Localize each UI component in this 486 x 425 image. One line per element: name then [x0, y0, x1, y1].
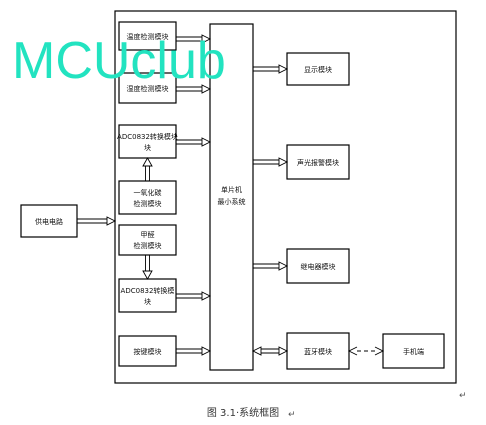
caption-return-mark: ↵	[288, 410, 296, 420]
key-module: 按键模块	[118, 335, 177, 367]
arrow-mcu-alarm	[253, 157, 289, 167]
adc-module-bottom: ADC0832转换模 块	[118, 278, 177, 313]
svg-text:最小系统: 最小系统	[218, 197, 246, 206]
svg-text:湿度检测模块: 湿度检测模块	[127, 84, 169, 93]
figure-caption: 图 3.1·系统框图	[207, 406, 279, 419]
arrow-m3-mcu	[176, 137, 212, 147]
arrow-power-system	[77, 216, 117, 226]
arrow-m1-mcu	[176, 34, 212, 44]
svg-text:声光报警模块: 声光报警模块	[297, 158, 339, 167]
svg-text:一氧化碳: 一氧化碳	[134, 188, 162, 197]
relay-module: 继电器模块	[286, 248, 350, 284]
svg-text:单片机: 单片机	[221, 185, 242, 194]
svg-text:手机端: 手机端	[403, 347, 424, 356]
arrow-m4-m3	[142, 157, 153, 181]
arrow-m7-mcu	[176, 346, 212, 356]
svg-text:ADC0832转换模: ADC0832转换模	[121, 286, 175, 295]
power-supply-block: 供电电路	[20, 204, 78, 238]
svg-text:检测模块: 检测模块	[134, 199, 162, 208]
svg-text:温度检测模块: 温度检测模块	[127, 32, 169, 41]
return-mark: ↵	[459, 391, 467, 401]
alarm-module: 声光报警模块	[286, 144, 350, 180]
temperature-module: 温度检测模块	[118, 21, 177, 51]
arrow-m2-mcu	[176, 84, 212, 94]
arrow-mcu-bluetooth	[251, 346, 289, 356]
svg-text:蓝牙模块: 蓝牙模块	[304, 347, 332, 356]
arrow-m5-m6	[142, 255, 153, 280]
arrow-bluetooth-phone	[347, 346, 385, 356]
svg-text:块: 块	[144, 143, 151, 152]
svg-text:供电电路: 供电电路	[35, 217, 63, 226]
svg-text:块: 块	[144, 297, 151, 306]
mcu-block: 单片机 最小系统	[209, 23, 254, 371]
arrow-mcu-relay	[253, 261, 289, 271]
bluetooth-module: 蓝牙模块	[286, 332, 350, 370]
phone-block: 手机端	[382, 333, 445, 369]
arrow-m6-mcu	[176, 291, 212, 301]
svg-text:按键模块: 按键模块	[134, 347, 162, 356]
co-sensor-module: 一氧化碳 检测模块	[118, 180, 177, 215]
humidity-module: 湿度检测模块	[118, 72, 177, 104]
svg-text:显示模块: 显示模块	[304, 65, 332, 74]
arrow-mcu-display	[253, 64, 289, 74]
svg-text:继电器模块: 继电器模块	[301, 262, 336, 271]
svg-text:甲醛: 甲醛	[141, 230, 155, 239]
mcuclub-watermark: MCUclub	[12, 32, 226, 90]
svg-text:ADC0832转换模块: ADC0832转换模块	[117, 132, 178, 141]
formaldehyde-module: 甲醛 检测模块	[118, 224, 177, 256]
svg-text:检测模块: 检测模块	[134, 241, 162, 250]
adc-module-top: ADC0832转换模块 块	[117, 124, 178, 159]
display-module: 显示模块	[286, 52, 350, 86]
outer-frame	[114, 10, 457, 384]
